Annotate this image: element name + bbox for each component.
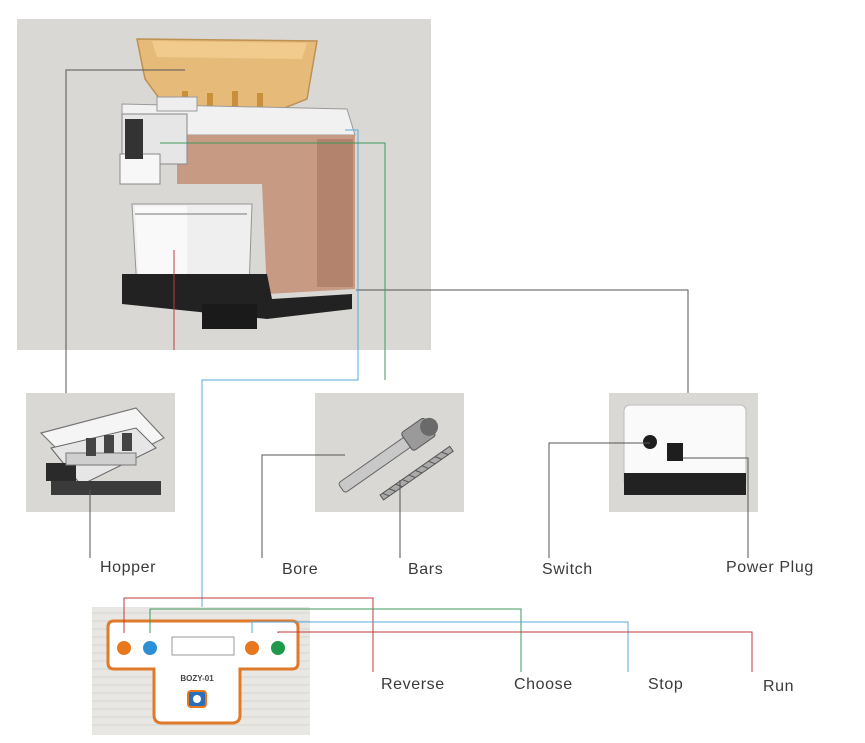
choose-button-icon bbox=[143, 641, 157, 655]
run-button-icon bbox=[271, 641, 285, 655]
control-panel-photo: BOZY-01 bbox=[92, 607, 310, 735]
screw-bars-photo-panel bbox=[315, 393, 464, 512]
machine-photo-panel bbox=[17, 19, 431, 350]
run-leader-line bbox=[277, 631, 753, 672]
stop-label: Stop bbox=[648, 676, 684, 693]
stop-button-icon bbox=[245, 641, 259, 655]
switch-plug-photo-icon bbox=[623, 404, 747, 495]
reverse-leader-line bbox=[123, 597, 374, 672]
choose-label: Choose bbox=[514, 676, 573, 693]
hopper-photo-panel bbox=[26, 393, 175, 512]
plug-leader-line bbox=[683, 457, 749, 558]
hopper-label: Hopper bbox=[100, 559, 157, 576]
screw-bars-photo-icon bbox=[338, 417, 454, 501]
power-plug-label: Power Plug bbox=[726, 559, 814, 576]
control-panel-model: BOZY-01 bbox=[180, 674, 214, 683]
bars-label: Bars bbox=[408, 561, 444, 578]
hopper-leader-line bbox=[65, 69, 185, 393]
bore-label: Bore bbox=[282, 561, 319, 578]
switch-label: Switch bbox=[542, 561, 593, 578]
choose-leader-line bbox=[149, 608, 522, 672]
switch-plug-photo-panel bbox=[609, 393, 758, 512]
power-leader-line bbox=[356, 289, 689, 393]
blue-bore-line bbox=[201, 129, 359, 607]
stop-leader-line bbox=[251, 621, 629, 672]
reverse-label: Reverse bbox=[381, 676, 445, 693]
hopper-photo-icon bbox=[39, 407, 165, 495]
control-panel-graphic-icon: BOZY-01 bbox=[92, 612, 310, 726]
oil-press-machine-icon bbox=[119, 38, 356, 329]
reverse-button-icon bbox=[117, 641, 131, 655]
green-bars-line bbox=[160, 142, 386, 380]
run-label: Run bbox=[763, 678, 795, 695]
bore-leader-line bbox=[261, 454, 345, 558]
switch-leader-line bbox=[548, 442, 650, 558]
